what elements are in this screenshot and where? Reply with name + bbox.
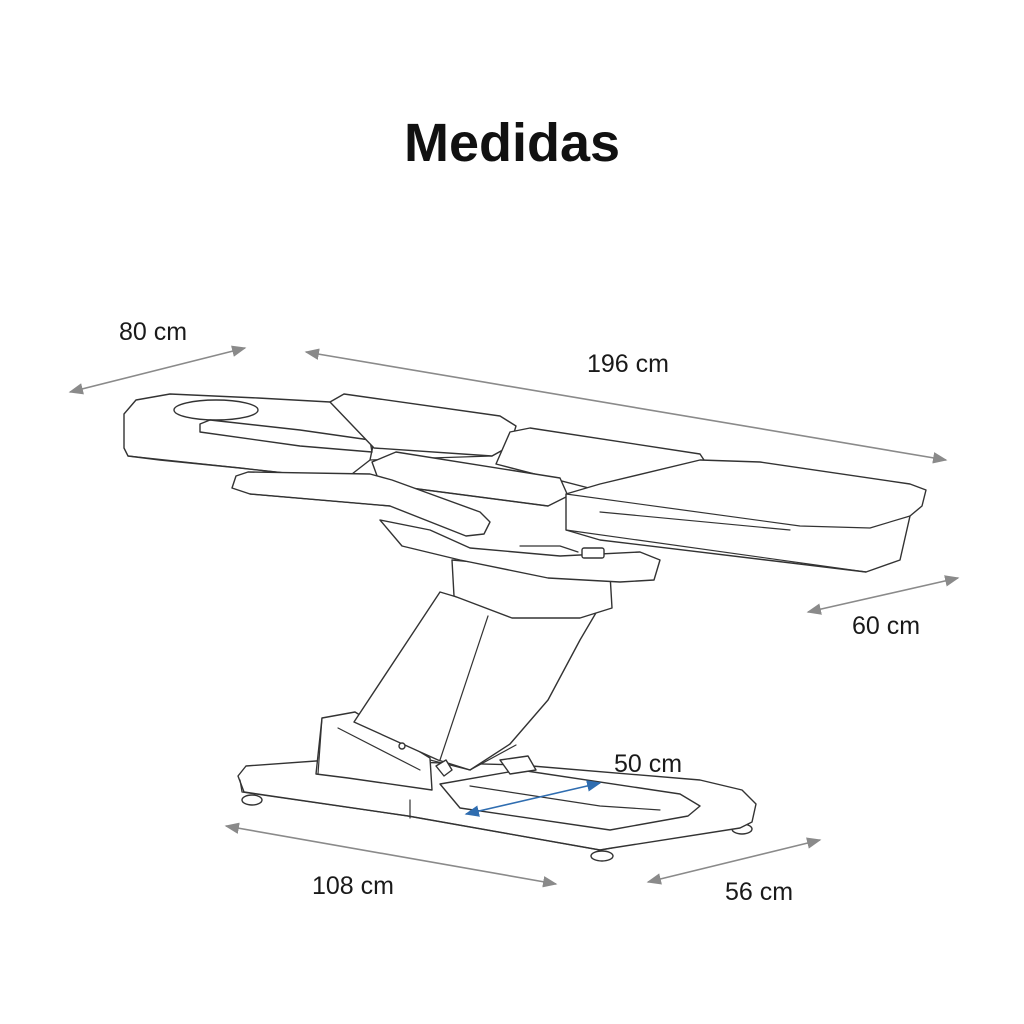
armrest xyxy=(231,471,491,537)
label-base-width: 56 cm xyxy=(725,878,794,906)
label-base-inner: 50 cm xyxy=(614,750,683,778)
arrow-base-length xyxy=(224,822,558,888)
label-width-top: 80 cm xyxy=(119,318,188,346)
arrow-width-top xyxy=(68,345,247,395)
foot-front xyxy=(590,850,614,862)
arrow-leg-width xyxy=(806,575,960,615)
arrow-length-total xyxy=(304,348,948,464)
arrow-base-width xyxy=(646,837,822,885)
arrow-base-inner xyxy=(464,780,602,817)
frame-under xyxy=(379,519,661,583)
label-leg-width: 60 cm xyxy=(852,612,921,640)
label-length-total: 196 cm xyxy=(587,350,669,378)
foot-left-front xyxy=(241,794,263,806)
label-base-length: 108 cm xyxy=(312,872,394,900)
table-top xyxy=(123,393,927,573)
face-hole xyxy=(173,399,259,421)
page-title: Medidas xyxy=(403,113,621,173)
under-carriage xyxy=(379,519,661,619)
